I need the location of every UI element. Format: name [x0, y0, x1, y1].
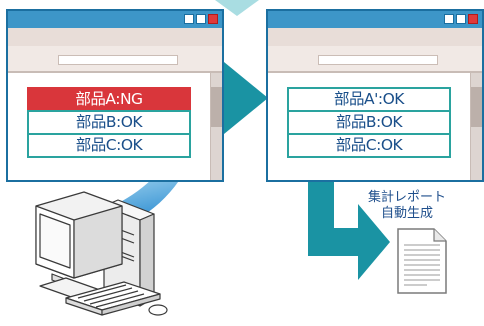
- desktop-computer-icon: [35, 191, 168, 316]
- divider: [268, 71, 482, 73]
- parts-status-list: 部品A':OK 部品B:OK 部品C:OK: [287, 87, 451, 158]
- scrollbar-thumb[interactable]: [211, 87, 222, 127]
- report-document-icon: [397, 228, 447, 294]
- parts-check-window-after: 部品A':OK 部品B:OK 部品C:OK: [266, 9, 484, 182]
- down-right-arrow-icon: [308, 182, 390, 280]
- minimize-icon[interactable]: [184, 14, 194, 24]
- scrollbar-thumb[interactable]: [471, 87, 482, 127]
- part-row-a-ng: 部品A:NG: [27, 87, 191, 112]
- part-row-c: 部品C:OK: [287, 133, 451, 158]
- report-caption-line2: 自動生成: [380, 206, 433, 221]
- top-arrow-tip: [215, 0, 259, 16]
- right-arrow-icon: [224, 62, 268, 134]
- report-caption-line1: 集計レポート: [367, 190, 446, 205]
- part-row-a-fixed: 部品A':OK: [287, 87, 451, 112]
- minimize-icon[interactable]: [444, 14, 454, 24]
- toolbar: [268, 28, 482, 46]
- part-row-b: 部品B:OK: [27, 110, 191, 135]
- title-bar: [268, 11, 482, 28]
- window-content: 部品A':OK 部品B:OK 部品C:OK: [268, 73, 471, 180]
- maximize-icon[interactable]: [456, 14, 466, 24]
- part-row-b: 部品B:OK: [287, 110, 451, 135]
- part-row-c: 部品C:OK: [27, 133, 191, 158]
- close-icon[interactable]: [208, 14, 218, 24]
- address-input[interactable]: [318, 55, 438, 65]
- divider: [8, 71, 222, 73]
- address-input[interactable]: [58, 55, 178, 65]
- report-caption: 集計レポート 自動生成: [355, 190, 459, 222]
- toolbar: [8, 28, 222, 46]
- parts-check-window-before: 部品A:NG 部品B:OK 部品C:OK: [6, 9, 224, 182]
- maximize-icon[interactable]: [196, 14, 206, 24]
- address-bar-area: [268, 46, 482, 73]
- title-bar: [8, 11, 222, 28]
- close-icon[interactable]: [468, 14, 478, 24]
- address-bar-area: [8, 46, 222, 73]
- parts-status-list: 部品A:NG 部品B:OK 部品C:OK: [27, 87, 191, 158]
- window-content: 部品A:NG 部品B:OK 部品C:OK: [8, 73, 211, 180]
